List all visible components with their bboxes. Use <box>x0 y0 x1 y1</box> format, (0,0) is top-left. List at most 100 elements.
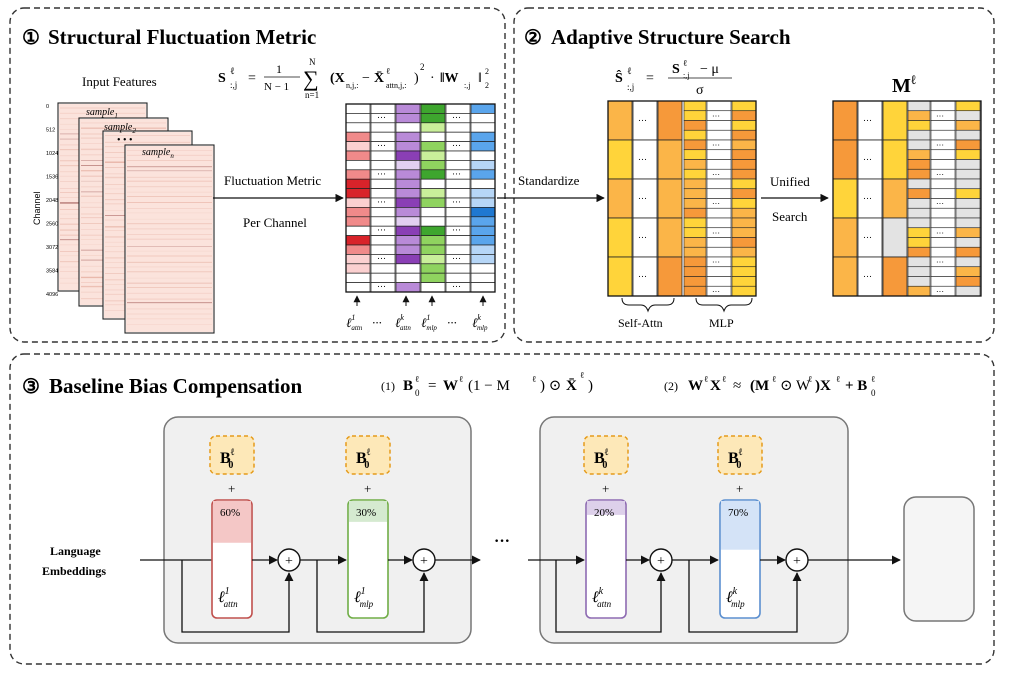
layer-percent: 70% <box>728 507 748 519</box>
mask-cell <box>832 100 858 141</box>
svg-text:ℓ: ℓ <box>808 374 812 384</box>
svg-text:(1 − M: (1 − M <box>468 378 510 394</box>
layer-block-fill <box>721 501 759 550</box>
matrix-cell <box>470 263 496 274</box>
embeddings-label: Embeddings <box>42 564 106 578</box>
matrix-cell <box>420 216 446 227</box>
svg-text:=: = <box>646 71 654 86</box>
mask-cell-mlp <box>930 217 956 229</box>
mask-cell-mlp <box>955 198 981 209</box>
std-cell <box>632 100 658 141</box>
mask-cell-mlp <box>930 100 956 112</box>
svg-text:ℓ: ℓ <box>386 66 390 76</box>
svg-text:2: 2 <box>485 81 489 90</box>
sample-dots: • • • <box>117 135 133 146</box>
fluctuation-matrix: ········································… <box>345 103 496 293</box>
mask-cell-mlp <box>955 139 981 151</box>
matrix-cell <box>420 282 446 293</box>
heatmap-sheet <box>124 144 215 334</box>
matrix-cell <box>470 122 496 133</box>
matrix-cell <box>470 272 496 283</box>
std-cell-mlp <box>731 217 757 229</box>
matrix-cell <box>345 235 371 246</box>
std-cell-mlp <box>683 178 707 190</box>
mask-cell-mlp <box>907 188 931 199</box>
std-cell-mlp <box>683 237 707 248</box>
matrix-cell <box>395 160 421 171</box>
layer-percent: 20% <box>594 507 614 519</box>
mask-ellipsis: ··· <box>863 194 872 204</box>
mask-ellipsis: ··· <box>936 258 944 267</box>
matrix-cell <box>370 263 396 274</box>
matrix-cell <box>470 188 496 199</box>
mask-cell-mlp <box>930 246 956 258</box>
mask-cell <box>882 256 908 297</box>
mask-cell-mlp <box>955 207 981 219</box>
matrix-cell <box>470 169 496 180</box>
std-ellipsis: ··· <box>712 229 720 238</box>
sample-2-label: sample2 <box>104 122 136 135</box>
svg-text:N: N <box>309 57 316 67</box>
standardize-formula: Ŝ ℓ :,j = S ℓ :,j − μ σ <box>615 58 732 98</box>
svg-text:0: 0 <box>415 388 420 398</box>
svg-text:Ŝ: Ŝ <box>615 69 623 86</box>
matrix-cell <box>395 263 421 274</box>
mask-cell <box>882 178 908 219</box>
mask-cell <box>857 139 883 180</box>
std-cell-mlp <box>731 100 757 112</box>
matrix-cell <box>395 244 421 255</box>
svg-text:ℓ: ℓ <box>627 66 632 77</box>
mask-cell-mlp <box>907 256 931 268</box>
bias-plus: + <box>602 481 609 496</box>
self-attn-brace <box>621 297 675 313</box>
channel-axis-label: Channel <box>32 191 42 225</box>
panel-1-number: ① <box>22 27 40 49</box>
std-cell-mlp <box>683 246 707 258</box>
matrix-cell <box>395 169 421 180</box>
matrix-cell <box>395 103 421 114</box>
channel-tick-label: 3072 <box>46 245 58 251</box>
layer-label: ··· <box>372 315 382 330</box>
matrix-ellipsis: ··· <box>452 169 461 179</box>
panel-3-frame <box>9 353 995 665</box>
mask-cell-mlp <box>907 285 931 297</box>
svg-text:W: W <box>443 378 458 394</box>
mask-cell <box>832 178 858 219</box>
mask-cell-mlp <box>907 178 931 190</box>
channel-tick-label: 0 <box>46 104 49 110</box>
mask-cell-mlp <box>955 246 981 258</box>
mask-cell <box>857 100 883 141</box>
std-ellipsis: ··· <box>638 272 647 282</box>
matrix-cell <box>345 160 371 171</box>
bias-plus: + <box>736 481 743 496</box>
bias-box <box>583 435 629 475</box>
svg-text:+ B: + B <box>845 378 867 394</box>
std-cell <box>657 139 683 180</box>
matrix-cell <box>470 113 496 124</box>
matrix-ellipsis: ··· <box>377 253 386 263</box>
std-cell-mlp <box>731 246 757 258</box>
mask-border <box>832 100 982 297</box>
mask-ellipsis: ··· <box>863 272 872 282</box>
matrix-cell <box>395 235 421 246</box>
matrix-ellipsis: ··· <box>377 282 386 292</box>
svg-text:σ: σ <box>696 83 704 98</box>
mask-cell-mlp <box>955 178 981 190</box>
matrix-ellipsis: ··· <box>377 197 386 207</box>
std-cell-mlp <box>731 188 757 199</box>
std-ellipsis: ··· <box>712 170 720 179</box>
mask-cell-mlp <box>955 227 981 238</box>
matrix-cell <box>420 150 446 161</box>
std-cell <box>607 217 633 258</box>
std-cell-mlp <box>683 110 707 121</box>
matrix-cell <box>420 169 446 180</box>
svg-text:ℓ: ℓ <box>532 374 536 384</box>
matrix-cell <box>345 113 371 124</box>
std-cell-mlp <box>731 110 757 121</box>
std-cell-mlp <box>706 100 732 112</box>
svg-text:‖: ‖ <box>478 71 482 86</box>
matrix-cell <box>370 178 396 189</box>
svg-text:ℓ: ℓ <box>230 66 235 77</box>
mask-cell-mlp <box>930 207 956 219</box>
heatmap-background <box>126 146 213 332</box>
